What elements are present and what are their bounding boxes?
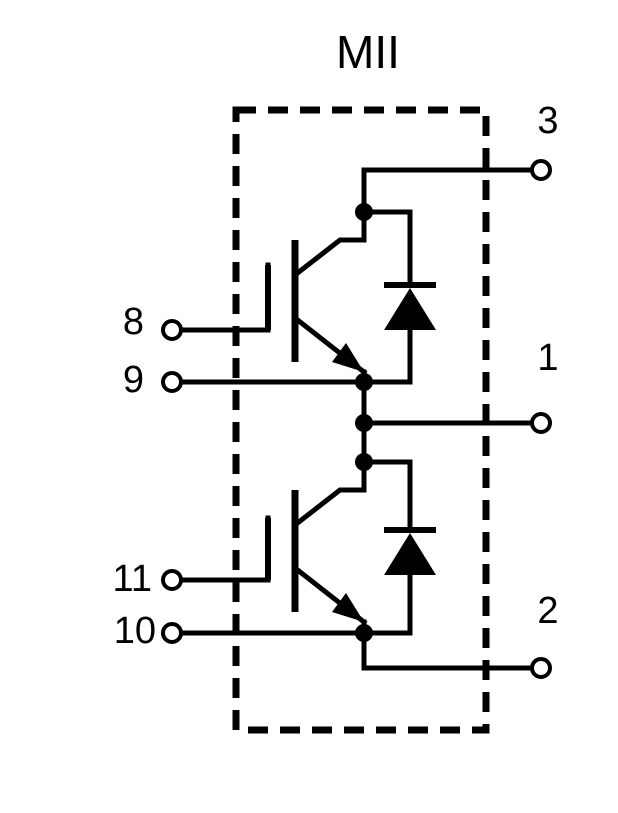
terminal-11 (161, 569, 183, 591)
junction-dot (355, 624, 373, 642)
pin-label-9: 9 (123, 359, 144, 401)
upper-diode (384, 282, 436, 330)
terminal-2 (530, 657, 552, 679)
junction-dot (355, 414, 373, 432)
upper-igbt (265, 240, 364, 372)
terminal-1 (530, 412, 552, 434)
pin-label-10: 10 (114, 610, 156, 652)
terminal-9 (161, 371, 183, 393)
upper-igbt-emitter-arrow (332, 343, 364, 372)
pin-label-1: 1 (537, 337, 558, 379)
pin-label-8: 8 (123, 301, 144, 343)
junction-dot (355, 203, 373, 221)
pin-label-3: 3 (537, 100, 558, 142)
module-outline (232, 106, 490, 734)
terminal-8 (161, 319, 183, 341)
module-title: MII (336, 26, 400, 78)
lower-igbt (265, 490, 364, 622)
junction-dot (355, 453, 373, 471)
lower-igbt-emitter-arrow (332, 593, 364, 622)
terminal-3 (530, 159, 552, 181)
terminal-10 (161, 622, 183, 644)
terminals (161, 159, 552, 679)
junction-dots (355, 203, 373, 642)
junction-dot (355, 373, 373, 391)
lower-diode (384, 527, 436, 575)
pin-label-11: 11 (113, 558, 152, 600)
pin-label-2: 2 (537, 590, 558, 632)
